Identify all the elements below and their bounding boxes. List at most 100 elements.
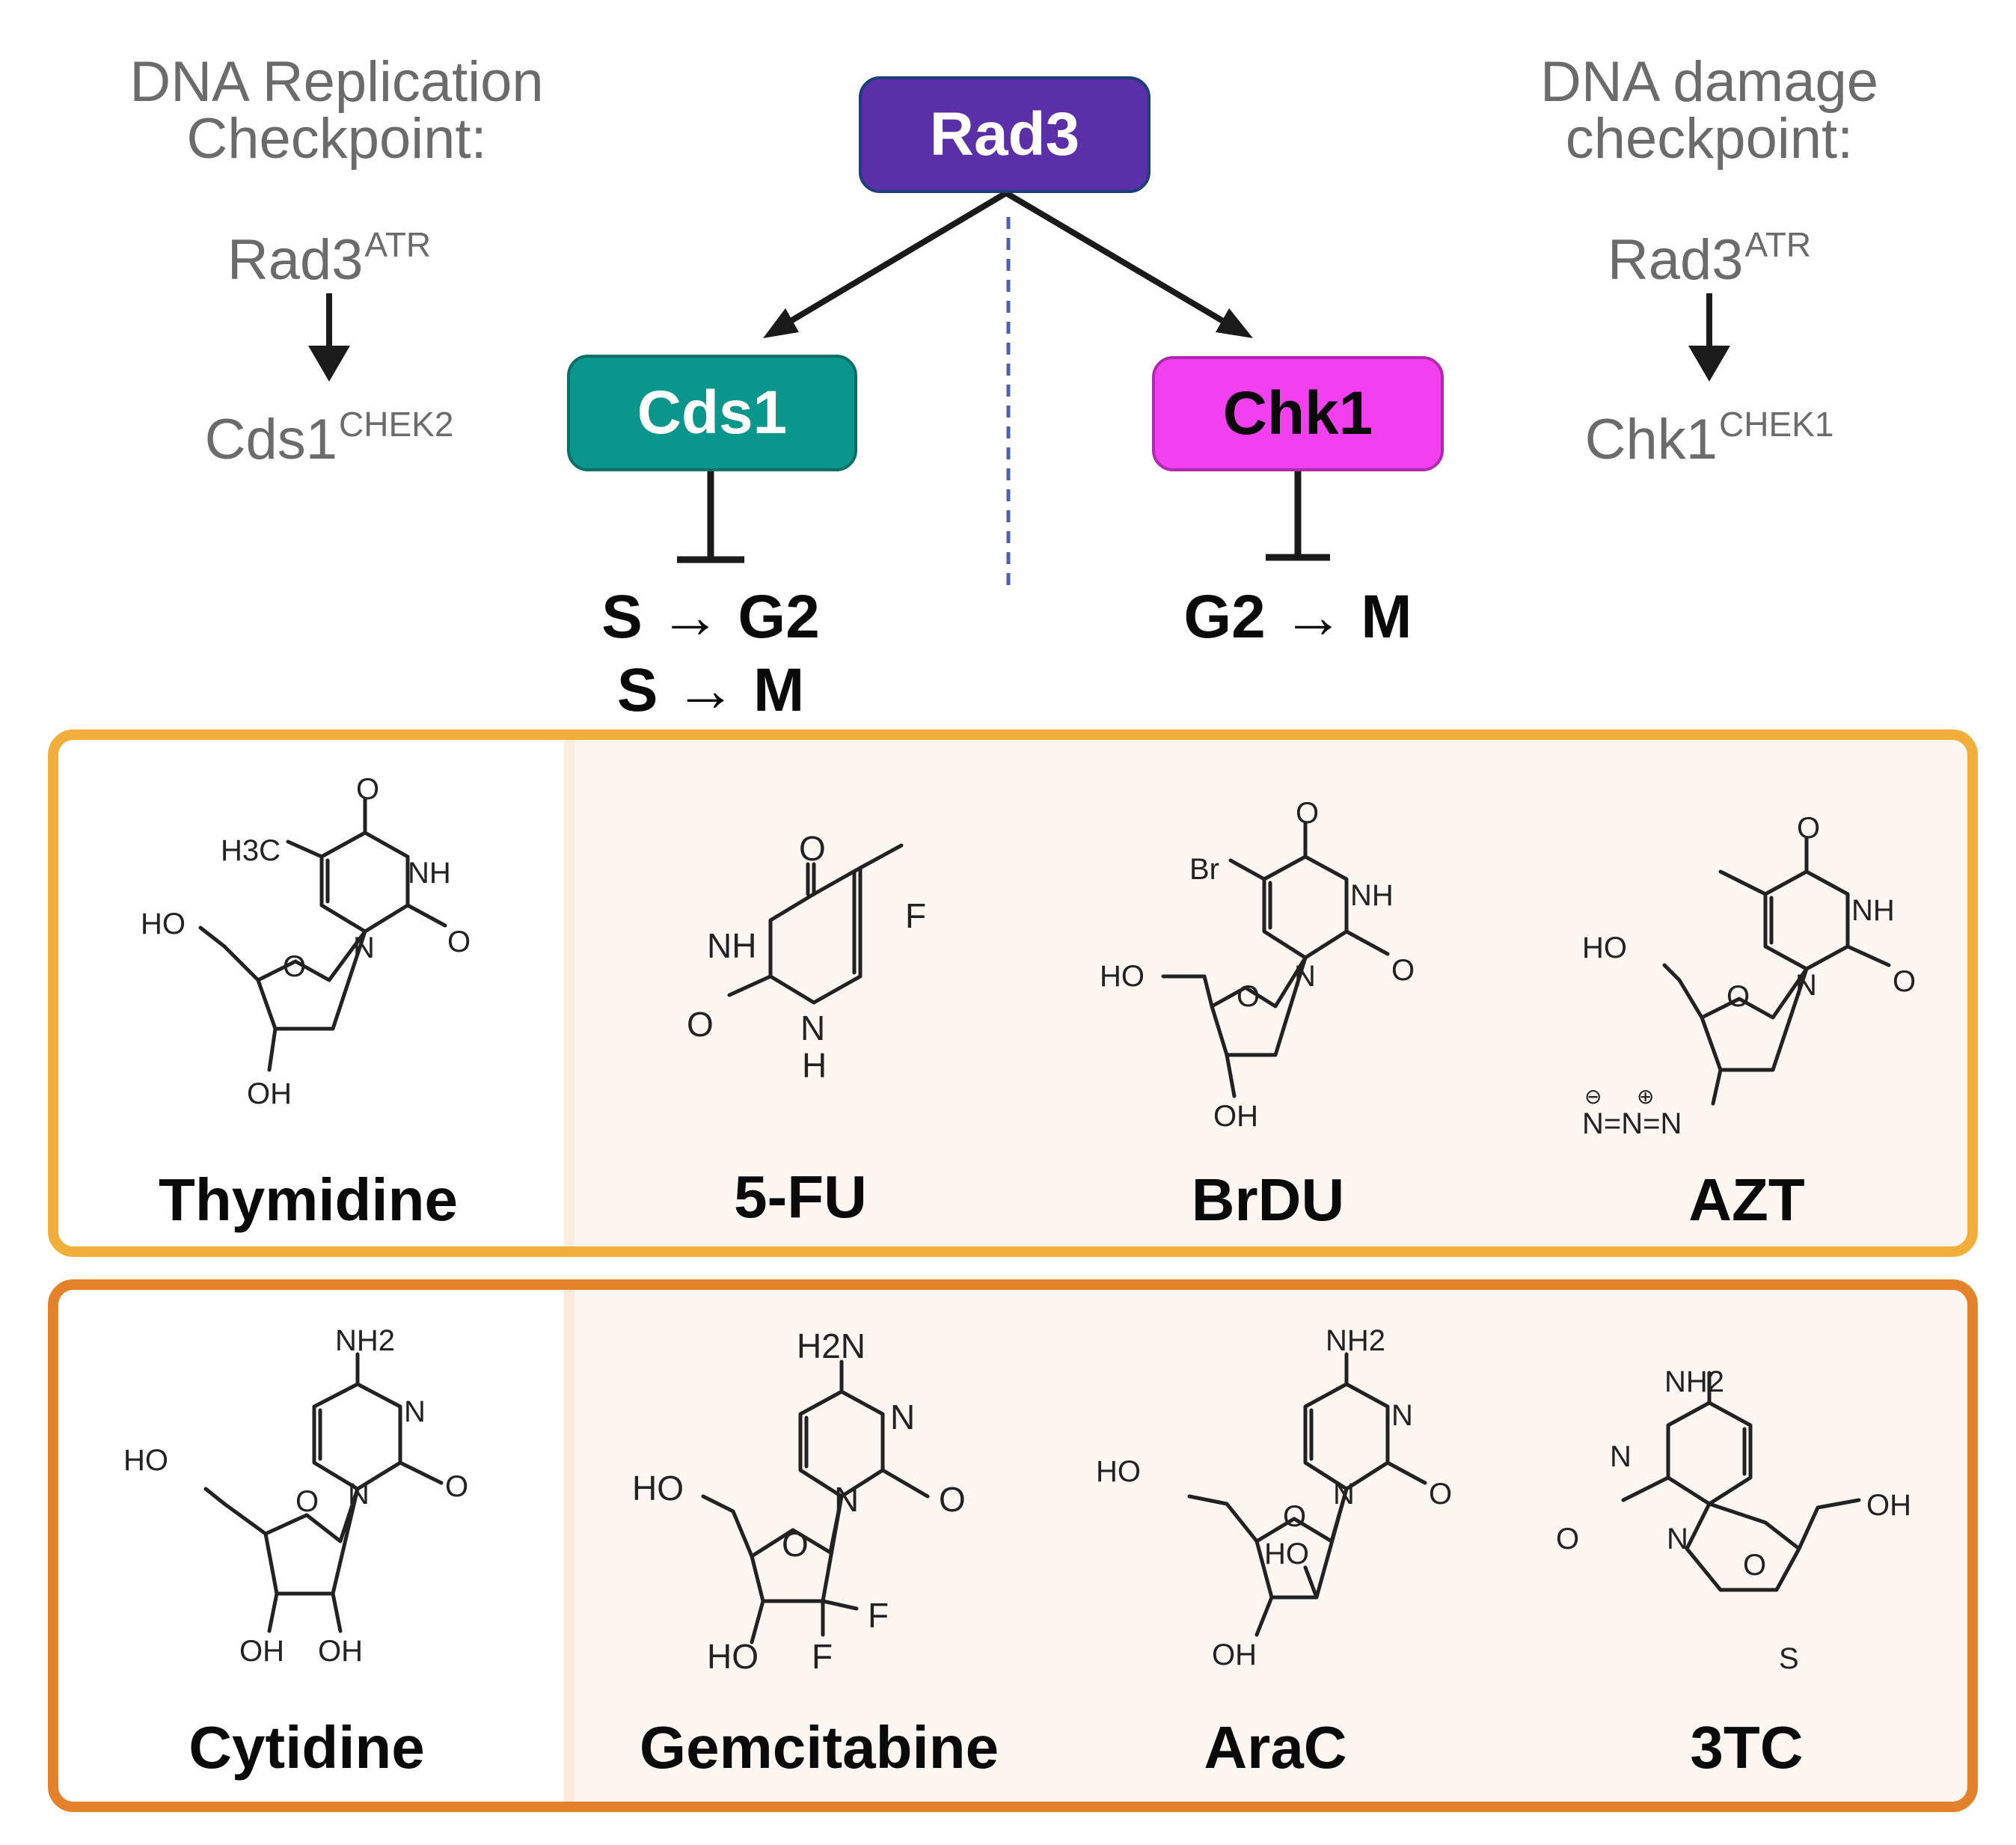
atom-label: N — [1294, 960, 1316, 993]
atom-label: O — [687, 1005, 714, 1044]
chk1-inhibition — [1266, 471, 1330, 561]
5-fu-structure — [727, 843, 904, 1005]
atom-label: O — [939, 1480, 966, 1519]
atom-label: O — [1893, 965, 1916, 998]
atom-label: HO — [707, 1637, 759, 1676]
atom-label: OH — [1866, 1489, 1911, 1522]
atom-label: NH — [707, 926, 756, 965]
replication-checkpoint-title-line1: DNA Replication — [129, 50, 544, 114]
atom-label: NH2 — [335, 1324, 395, 1357]
atom-label: NH — [408, 857, 451, 890]
atom-label: Br — [1189, 853, 1219, 886]
damage-checkpoint-title: DNA damage checkpoint: — [1425, 54, 1994, 168]
atom-label: ⊕ — [1637, 1085, 1654, 1108]
atom-label: F — [905, 896, 926, 935]
atom-label: OH — [1213, 1100, 1258, 1133]
atom-label: N — [1667, 1523, 1688, 1555]
atom-label: H3C — [221, 834, 281, 867]
molecule-name-brdu: BrDU — [1191, 1166, 1345, 1233]
atom-label: F — [812, 1637, 833, 1676]
cds1-transition-s-m: S → M — [616, 656, 805, 724]
atom-label: F — [868, 1596, 889, 1635]
damage-checkpoint-title-line2: checkpoint: — [1565, 107, 1854, 171]
left-cds1-sup: CHEK2 — [339, 405, 454, 444]
atom-label: HO — [141, 908, 186, 940]
right-rad3-atr: Rad3ATR — [1485, 224, 1934, 293]
thymidine-analogs-panel — [48, 729, 1978, 1257]
right-chk1-label: Chk1 — [1584, 408, 1718, 471]
3tc-structure — [1621, 1371, 1861, 1592]
atom-label: HO — [632, 1469, 684, 1508]
atom-label: O — [1797, 812, 1820, 845]
molecule-name-azt: AZT — [1688, 1166, 1805, 1233]
cds1-transition-s-g2: S → G2 — [601, 583, 820, 651]
cytidine-structure — [203, 1352, 444, 1633]
atom-label: H2N — [797, 1327, 865, 1365]
atom-label: HO — [123, 1444, 168, 1477]
atom-label: N — [353, 931, 375, 964]
atom-label: O — [1296, 797, 1319, 830]
atom-label: N — [348, 1478, 370, 1511]
molecule-name-cytidine: Cytidine — [189, 1714, 425, 1781]
gemcitabine-structure — [701, 1359, 930, 1644]
right-chk1-chek1: Chk1CHEK1 — [1485, 404, 1934, 472]
atom-label: N — [800, 1009, 825, 1047]
atom-label: HO — [1100, 960, 1145, 993]
atom-label: N — [1391, 1399, 1413, 1432]
reference-cell — [58, 1290, 564, 1802]
atom-label: O — [1237, 980, 1260, 1013]
atom-label: O — [1743, 1549, 1766, 1582]
rad3-to-chk1-arrow — [1004, 190, 1253, 338]
rad3-label: Rad3 — [929, 100, 1080, 168]
chk1-transition-g2-m: G2 → M — [1183, 583, 1412, 651]
chk1-node: Chk1 — [1152, 356, 1444, 471]
atom-label: N — [890, 1398, 915, 1436]
pathway-connectors — [308, 190, 1730, 591]
right-rad3-label: Rad3 — [1607, 228, 1744, 292]
molecule-name-gemcitabine: Gemcitabine — [639, 1714, 999, 1781]
atom-label: O — [1391, 954, 1415, 987]
left-cds1-chek2: Cds1CHEK2 — [105, 404, 554, 472]
arac-structure — [1187, 1352, 1427, 1637]
atom-label: N — [1795, 969, 1817, 1002]
damage-checkpoint-title-line1: DNA damage — [1539, 50, 1879, 114]
atom-label: S — [1779, 1642, 1799, 1675]
atom-label: N — [834, 1480, 859, 1519]
atom-label: N — [1333, 1478, 1355, 1511]
atom-label: O — [447, 925, 471, 958]
atom-label: O — [283, 950, 306, 983]
atom-label: O — [295, 1485, 319, 1518]
atom-label: NH2 — [1664, 1365, 1724, 1398]
left-cds1-label: Cds1 — [204, 408, 338, 471]
molecule-name-3tc: 3TC — [1690, 1714, 1804, 1781]
right-rad3-sup: ATR — [1744, 225, 1812, 264]
left-rad3-sup: ATR — [364, 225, 432, 264]
atom-label: NH2 — [1326, 1324, 1385, 1357]
atom-label: N=N=N — [1582, 1107, 1682, 1140]
cds1-node: Cds1 — [567, 355, 857, 471]
cds1-label: Cds1 — [637, 379, 788, 447]
atom-label: OH — [318, 1635, 363, 1668]
chk1-label: Chk1 — [1222, 379, 1373, 447]
atom-label: H — [802, 1046, 827, 1085]
atom-label: OH — [247, 1077, 292, 1110]
atom-label: O — [1283, 1500, 1306, 1533]
atom-label: O — [1727, 980, 1750, 1013]
replication-checkpoint-title: DNA Replication Checkpoint: — [52, 54, 621, 168]
atom-label: N — [404, 1395, 426, 1428]
molecule-name-thymidine: Thymidine — [158, 1166, 459, 1233]
atom-label: O — [799, 829, 826, 868]
thymidine-structure — [198, 797, 447, 1072]
left-checkpoint-arrow — [308, 293, 350, 382]
rad3-to-cds1-arrow — [763, 190, 1008, 338]
atom-label: O — [1556, 1523, 1579, 1555]
atom-label: HO — [1582, 931, 1627, 964]
right-chk1-sup: CHEK1 — [1719, 405, 1834, 444]
brdu-structure — [1161, 821, 1390, 1098]
atom-label: NH — [1851, 894, 1895, 927]
molecule-name-arac: AraC — [1204, 1714, 1347, 1781]
atom-label: NH — [1350, 879, 1394, 912]
replication-checkpoint-title-line2: Checkpoint: — [186, 107, 487, 171]
cytidine-analogs-panel — [48, 1279, 1978, 1812]
